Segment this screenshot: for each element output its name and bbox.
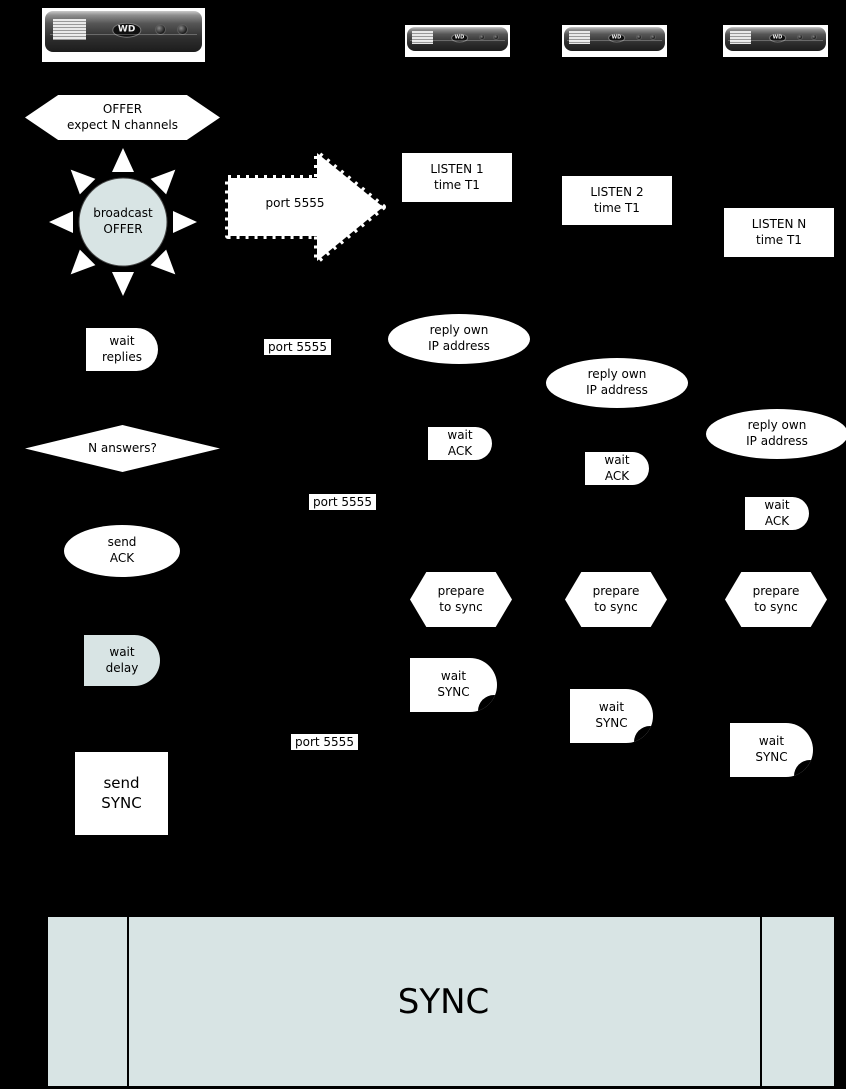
listen-node-n: LISTEN N time T1 [724,208,834,257]
wait-replies-node: wait replies [86,328,158,371]
device-sticker [730,31,752,45]
client-device-photo-2: WD [562,25,667,57]
timeline-divider-right [760,917,762,1086]
right-arrow-icon [225,150,386,264]
device-button-icon [810,34,817,41]
device-button-icon [478,34,485,41]
device-button-icon [176,23,188,35]
sync-label: SYNC [397,981,490,1022]
listen-node-2: LISTEN 2 time T1 [562,176,672,225]
device-button-icon [635,34,642,41]
broadcast-arrow: port 5555 [225,148,387,266]
wd-logo: WD [111,23,142,38]
device-button-icon [154,23,166,35]
device-body: WD [725,26,826,51]
reply-ip-node-n: reply own IP address [706,409,846,459]
wd-logo: WD [450,33,469,43]
port-5555-label-reply: port 5555 [264,339,331,355]
wait-delay-node: wait delay [84,635,160,686]
port-5555-label-sync: port 5555 [291,734,358,750]
n-answers-decision: N answers? [25,425,220,472]
wait-ack-node-n: wait ACK [745,497,809,530]
send-sync-node: send SYNC [75,752,168,835]
send-ack-node: send ACK [64,525,180,577]
device-body: WD [45,10,202,52]
prepare-sync-node-1: prepare to sync [410,572,512,627]
wd-logo: WD [607,33,626,43]
client-device-photo-n: WD [723,25,828,57]
device-sticker [412,31,434,45]
offer-node: OFFER expect N channels [25,95,220,140]
port-5555-label-ack: port 5555 [309,494,376,510]
reply-ip-node-1: reply own IP address [388,314,530,364]
device-button-icon [492,34,499,41]
wait-ack-node-2: wait ACK [585,452,649,485]
sunburst-icon [49,148,197,296]
broadcast-offer-node: broadcast OFFER [43,142,203,302]
wait-sync-node-2: wait SYNC [570,689,653,743]
client-device-photo-1: WD [405,25,510,57]
listen-node-1: LISTEN 1 time T1 [402,153,512,202]
timeline-divider-left [127,917,129,1086]
broadcast-offer-label: broadcast OFFER [93,206,153,236]
device-sticker [53,18,86,41]
server-device-photo: WD [42,8,205,62]
sync-timeline: SYNC [48,917,834,1086]
device-body: WD [564,26,665,51]
wait-sync-node-n: wait SYNC [730,723,813,777]
port-5555-arrow-label: port 5555 [265,196,325,210]
device-body: WD [407,26,508,51]
device-sticker [569,31,591,45]
wd-logo: WD [768,33,787,43]
wait-ack-node-1: wait ACK [428,427,492,460]
device-button-icon [796,34,803,41]
wait-sync-node-1: wait SYNC [410,658,497,712]
prepare-sync-node-2: prepare to sync [565,572,667,627]
reply-ip-node-2: reply own IP address [546,358,688,408]
prepare-sync-node-n: prepare to sync [725,572,827,627]
device-button-icon [649,34,656,41]
